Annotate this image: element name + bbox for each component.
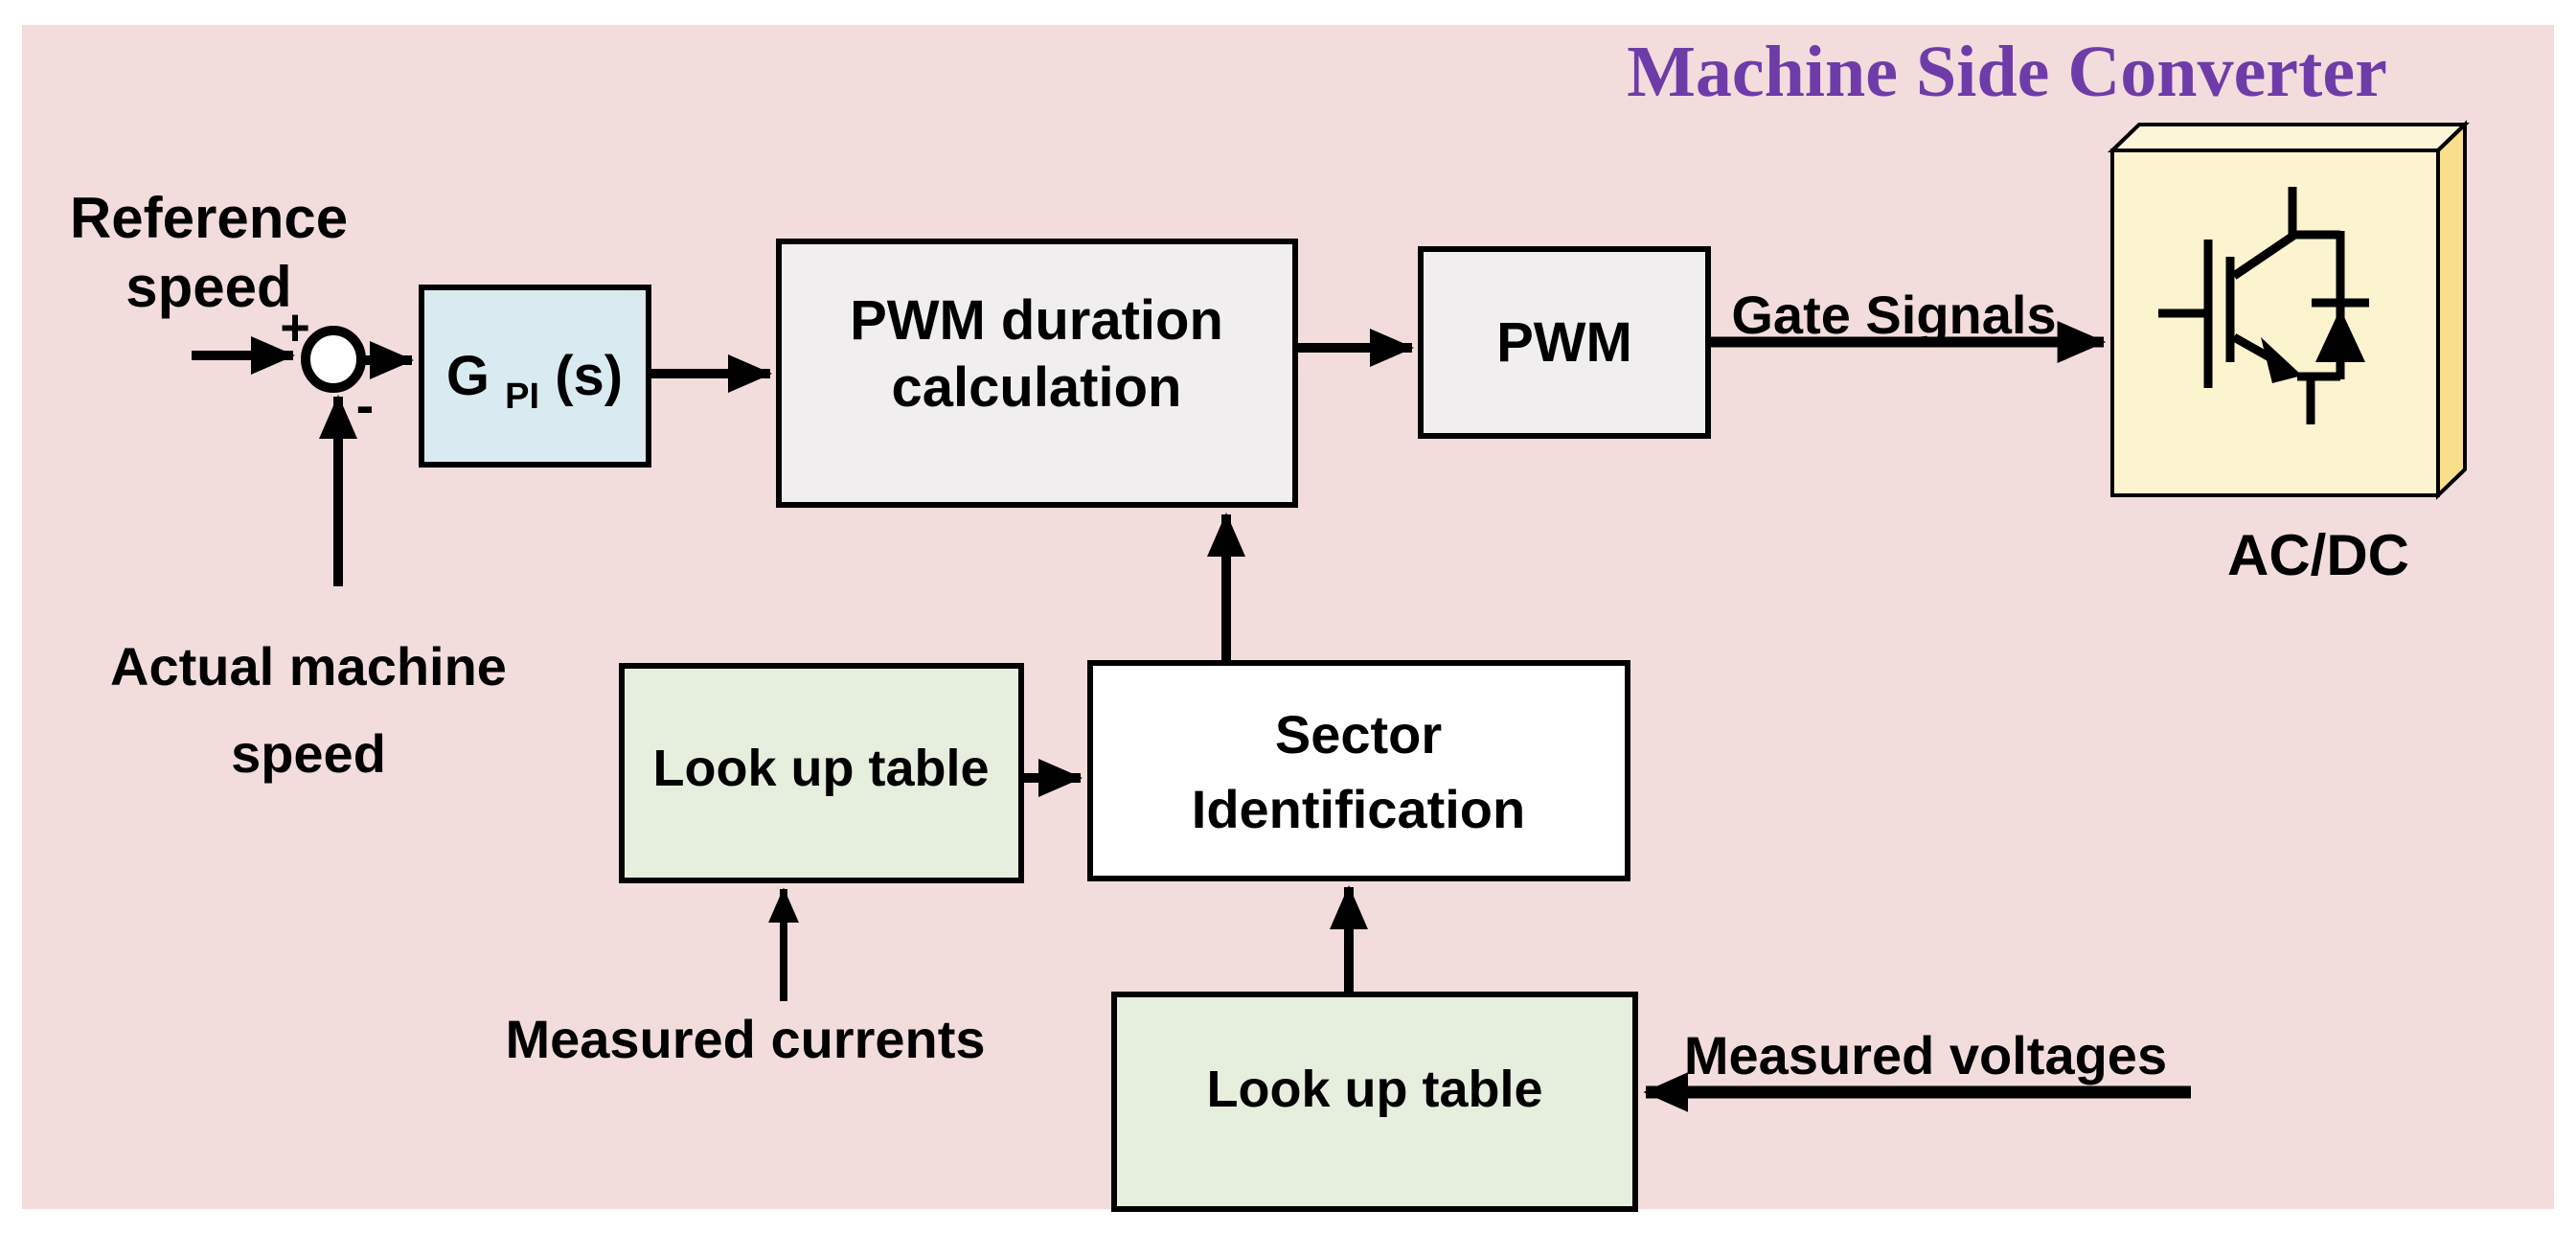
measured-voltages-label: Measured voltages [1684, 1025, 2167, 1085]
pwm-duration-label-line1: PWM duration [850, 289, 1223, 352]
sector-identification-label-line1: Sector [1275, 704, 1442, 765]
pi-gain-argument: (s) [555, 345, 623, 407]
pi-controller-label: G PI (s) [446, 345, 623, 421]
reference-speed-label-line1: Reference [70, 186, 348, 250]
pi-gain-subscript: PI [505, 377, 539, 417]
converter-box-side-face [2436, 120, 2467, 500]
measured-currents-label: Measured currents [505, 1009, 985, 1069]
pwm-duration-block [776, 239, 1298, 508]
converter-box-front-face [2110, 148, 2440, 497]
converter-box [2108, 120, 2470, 500]
lookup-table-voltages-label: Look up table [1207, 1061, 1543, 1118]
lookup-table-currents-block [619, 663, 1024, 883]
igbt-emitter-arrowhead [2261, 337, 2302, 383]
acdc-label: AC/DC [2227, 523, 2409, 587]
diagram-title: Machine Side Converter [1627, 32, 2387, 112]
pwm-block [1418, 246, 1711, 439]
converter-box-top-face [2108, 123, 2470, 152]
actual-speed-label-line1: Actual machine [110, 636, 507, 696]
gate-signals-label: Gate Signals [1731, 285, 2056, 345]
igbt-upper-diagonal [2231, 232, 2296, 280]
pi-controller-block [419, 285, 651, 468]
reference-speed-label-line2: speed [125, 255, 291, 319]
diode-triangle [2315, 308, 2365, 362]
sector-identification-block [1087, 660, 1630, 881]
pi-gain-symbol: G [446, 345, 490, 407]
pwm-duration-label-line2: calculation [892, 356, 1182, 419]
minus-sign: - [356, 375, 375, 435]
lookup-table-voltages-block [1111, 992, 1638, 1212]
sector-identification-label-line2: Identification [1192, 779, 1525, 839]
pwm-block-label: PWM [1496, 311, 1632, 374]
lookup-table-currents-label: Look up table [653, 740, 990, 797]
summing-junction [301, 326, 366, 393]
actual-speed-label-line2: speed [231, 723, 386, 784]
igbt-diode-icon [2158, 187, 2369, 424]
